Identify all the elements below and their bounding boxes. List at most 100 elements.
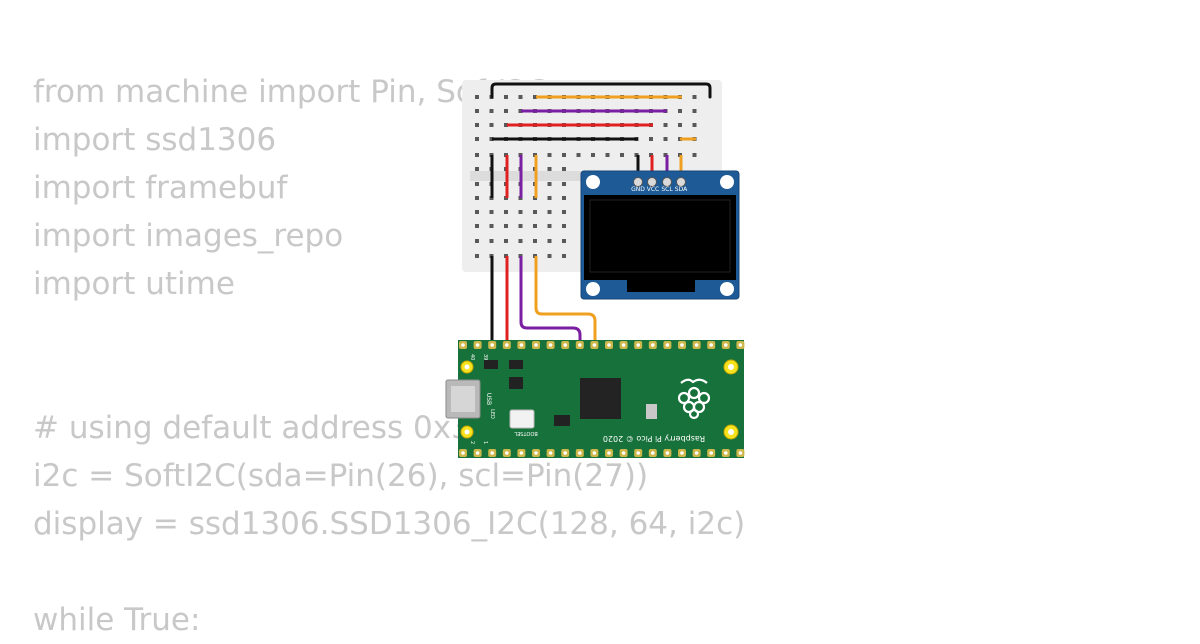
breadboard-hole [576,153,581,157]
breadboard-hole [562,153,566,157]
code-line: i2c = SoftI2C(sda=Pin(26), scl=Pin(27)) [33,458,649,494]
pin-hole [680,451,684,455]
pin-hole [651,343,655,347]
pin-hole [651,451,655,455]
pin-hole [475,343,480,347]
oled-display-module[interactable]: GND VCC SCL SDA [580,170,740,300]
code-line: import ssd1306 [33,122,277,158]
pin-hole [709,343,713,347]
pin-hole [709,451,713,455]
pin-hole [505,343,509,347]
pin-hole [461,343,465,347]
breadboard-hole [489,123,494,127]
mount-hole [720,282,734,296]
led-label: LED [489,409,495,419]
pin-hole [592,451,597,455]
breadboard-hole [678,109,682,113]
breadboard-hole [562,196,566,200]
breadboard-hole [620,153,624,157]
pin-hole [636,451,640,455]
breadboard-hole [489,239,494,243]
breadboard-hole [489,224,494,228]
mount-hole [720,175,734,189]
breadboard-hole [562,210,566,214]
board-text: Raspberry Pi Pico © 2020 [603,434,705,443]
wire-purple-pico [519,256,582,348]
breadboard-hole [562,167,566,171]
pico-pin-pads [459,341,745,457]
breadboard-hole [475,182,479,186]
pin-hole [548,451,553,455]
breadboard-hole [475,95,479,99]
breadboard-hole [547,254,552,258]
pin-hole [621,451,626,455]
pin-hole [534,451,538,455]
rp2040-chip [580,378,621,419]
pin-hole [636,343,640,347]
raspberry-pi-pico[interactable]: USB BOOTSEL LED Raspberry Pi Pico © 2020… [445,340,745,458]
breadboard-hole [547,210,552,214]
pin-label-vcc: VCC [647,186,659,193]
pin-hole [694,451,699,455]
breadboard-hole [562,224,566,228]
pin-hole [680,343,684,347]
pin-hole [724,451,728,455]
breadboard-hole [533,224,537,228]
breadboard-hole [692,109,697,113]
breadboard-hole [489,109,494,113]
pin-hole [738,343,743,347]
breadboard-hole [518,109,523,113]
breadboard-hole [547,239,552,243]
code-line: import framebuf [33,170,288,206]
pin-hole [475,451,480,455]
mount-hole [586,175,600,189]
pin-hole [563,451,567,455]
breadboard-hole [562,239,566,243]
oled-header-pins [633,177,686,187]
breadboard-hole [504,224,508,228]
oled-screen [584,195,736,280]
breadboard-hole [663,137,668,141]
pin-hole [578,343,582,347]
breadboard-hole [649,137,653,141]
pin-hole [534,343,538,347]
breadboard-hole [475,167,479,171]
breadboard-hole [475,254,479,258]
pin-hole [607,451,611,455]
breadboard-hole [547,153,552,157]
breadboard-hole [518,239,523,243]
breadboard-hole [475,153,479,157]
breadboard-hole [533,210,537,214]
pin-hole [519,451,524,455]
breadboard-hole [533,95,537,99]
pin-hole [621,343,626,347]
pin-hole [505,451,509,455]
wire-black-top [490,82,712,99]
code-line: import images_repo [33,218,344,254]
breadboard-hole [475,210,479,214]
breadboard-hole [504,109,508,113]
breadboard-hole [562,254,566,258]
pin-40-label: 40 [469,354,475,360]
pin-hole [490,451,495,455]
pin-hole [694,343,699,347]
pin-label-sda: SDA [675,186,688,193]
breadboard-hole [475,109,479,113]
circuit-diagram: GND VCC SCL SDA USB BOOTSEL LED Raspberr… [445,80,745,458]
pin-hole [578,451,582,455]
pin-label-gnd: GND [631,186,645,193]
breadboard-hole [692,123,697,127]
breadboard-hole [692,153,697,157]
breadboard-hole [547,182,552,186]
pin-hole [738,451,743,455]
breadboard-hole [518,95,523,99]
pin-hole [665,451,670,455]
pin-hole [665,343,670,347]
breadboard-hole [504,210,508,214]
pin-hole [563,343,567,347]
pin-hole [607,343,611,347]
breadboard-hole [518,224,523,228]
breadboard-hole [663,123,668,127]
pin-hole [724,343,728,347]
breadboard-hole [489,210,494,214]
